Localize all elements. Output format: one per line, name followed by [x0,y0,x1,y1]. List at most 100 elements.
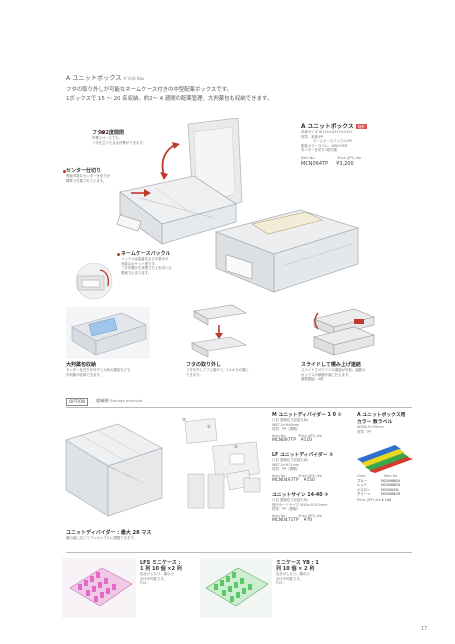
unit-sign-photo [226,469,261,493]
buckle-photo [75,262,113,300]
callout-divider-title: センター仕切り [66,168,102,174]
page-number: 17 [421,626,428,632]
color-row-2-color: レッド [357,483,368,488]
color-row-3-color: イエロー [357,487,371,492]
product-a-spec: A ユニットボックス特許 本体サイズ W125×D315×H107 材質：本体/… [301,121,411,167]
feature-2: フタの取り外し フタを外してフに取れて、1人からの薬に できます。 [186,362,296,377]
color-col-item: Item No. [383,474,399,478]
product-sign-spec1: 長尺カードサイズ W40×D19.5mm [272,502,328,507]
color-row-4-color: グリーン [357,492,371,497]
product-a-spec1: 本体サイズ W125×D315×H107 [301,130,353,134]
lead-line-2: 1ボックスで 15 〜 20 名収納。約2〜 4 週間の配薬管理、大判薬包も収納… [66,95,273,102]
product-sign-col-price: Price (JPY) /ea [298,513,322,518]
yb-mini-case-photo [200,558,272,618]
color-price: ¥ 140 [381,497,392,502]
label-3: ③ [182,417,186,422]
section-title-text: A ユニットボックス [66,75,122,82]
callout-buckle-desc1: バックルは患者名などの表示が [121,257,169,261]
feature-1: 大判薬包収納 センター仕切りを外すと大判の薬包なども 外判薬が収納できます。 [66,362,176,377]
callout-dot-buckle [117,253,120,256]
divider-parts-photo [184,418,260,509]
product-lf-item: MCN0497TP [272,478,299,484]
callout-lid: フタ92度開閉 作業スペースでも、 フタを立てたまま作業ができます。 [92,130,150,145]
color-col-color: Color [357,474,366,478]
lfs-mini-case-photo [62,558,136,618]
feature-3-desc2: ボックスの積層が楽に行えます。 [301,372,352,377]
divider-arrow-icon [131,189,151,197]
feature-large-packet-photo [66,307,150,359]
product-a-name: A ユニットボックス特許 [301,121,411,130]
color-label-spec2: 材質：PP [357,429,372,434]
product-a-name-text: A ユニットボックス [301,124,354,130]
callout-dot-divider [63,170,66,173]
lid-arrow-icon [160,142,180,180]
product-m-col-item: Item No. [272,433,287,438]
callout-lid-desc1: 作業スペースでも、 [92,136,123,140]
feature-2-title: フタの取り外し [186,362,222,368]
product-m-price: ¥110 [300,438,313,444]
product-a-spec4: 配色カラーラベル：MBC/HMT [301,143,348,148]
product-a-col-item: Item No. [301,155,316,160]
lfs-ref-link[interactable]: P14 › [140,581,149,586]
product-a-spec2: 材質：本体/PP [301,134,324,139]
callout-lid-desc2: フタを立てたまま作業ができます。 [92,140,146,145]
feature-stack-photo [313,308,375,356]
product-sign-col-item: Item No. [272,513,287,518]
color-label-photo [357,445,413,473]
feature-3: スライドして積み上げ連結 スライドさせてミゾの連結が可能。複数の ボックスの積層… [301,362,413,382]
lfs-desc1: 包分けしたり、薬の小 [140,572,174,576]
product-lf-spec1: W87.5×H71mm [272,462,300,467]
storage-title-en: Storage example [109,398,143,403]
unit-divider-box-photo [65,423,163,517]
color-row-3-item: MCN064YL [381,487,400,492]
product-a-colheads: Item No. Price (JPY) /ea [301,156,411,161]
product-sign-spec2: 材質：PP（透明） [272,507,300,512]
lfs-mini-case: LFS ミニケース : 1 列 10 個 ×2 列 包分けしたり、薬の小 分けが… [140,560,198,586]
yb-desc2: 分けが可能です。 [276,576,303,581]
product-a-spec3: ネームケースバックル/PS [313,139,352,144]
yb-title2: 列 10 個 × 2 列 [276,566,315,572]
callout-buckle: ネームケースバックル バックルは患者名などの表示が 可能なポケット型です。 フタ… [121,251,193,275]
product-sign-name: ユニットサイン 14-40 ③ [272,493,329,498]
unit-divider-desc: 薬の量に応じてフレキシブルに調整できます。 [66,536,137,540]
callout-divider-desc1: 長板可能なセンター仕切りが [66,174,111,178]
color-label-title2: カラー 数ラベル [357,420,393,425]
section-title-en: A Unit Box [123,76,145,81]
product-a-price-row: MCN064TP ¥3,200 [301,161,411,167]
product-lf-col-price: Price (JPY) /ea [298,473,322,478]
feature-3-title: スライドして積み上げ連結 [301,362,361,368]
label-2: ② [234,444,238,449]
unit-box-open-photo [116,118,243,245]
callout-buckle-desc2: 可能なポケット型です。 [121,261,158,266]
option-divider-line [66,407,412,408]
feature-3-desc3: 重層連結：4段 [301,377,324,382]
callout-buckle-title: ネームケースバックル [121,251,171,257]
product-m-spec1: W87.5×H46mm [272,422,300,427]
feature-1-desc2: 外判薬が収納できます。 [66,372,103,377]
yb-ref-link[interactable]: P15 › [276,581,285,586]
patent-badge: 特許 [355,124,367,129]
product-lf-spec: LF ユニットディバイダー ② (1日 週単位で収容ため) W87.5×H71m… [272,451,352,483]
unit-divider-caption: ユニットディバイダー : 最大 28 マス 薬の量に応じてフレキシブルに調整でき… [66,530,186,541]
lfs-title1: LFS ミニケース : [140,560,181,566]
product-lf-col-item: Item No. [272,473,287,478]
label-1: ① [207,424,211,429]
product-m-spec: M ユニットディバイダー 1 0 ① (1日 週単位で収容ため) W87.5×H… [272,411,352,443]
product-a-price: ¥3,200 [336,160,354,167]
storage-title-text: 収納例 [96,398,109,403]
color-row-1-item: MCN068BU [381,478,401,483]
color-row-2-item: MCN066RD [381,483,401,488]
callout-lid-title: フタ92度開閉 [92,130,124,136]
product-a-col-price: Price (JPY) /ea [337,155,361,160]
yb-title1: ミニケース YB : 1 [276,560,319,566]
callout-divider-desc2: 標準で付属されています。 [66,178,107,183]
unit-divider-title: ユニットディバイダー : 最大 28 マス [66,530,152,536]
feature-1-desc1: センター仕切りを外すと大判の薬包なども [66,368,131,372]
product-m-name: M ユニットディバイダー 1 0 ① [272,413,342,418]
product-a-item-no: MCN064TP [301,160,329,167]
product-sign-item: MCN0471TP [272,518,299,524]
callout-buckle-desc3: フタを開けた状態でも上を向いた [121,266,172,271]
feature-2-desc2: できます。 [186,372,203,377]
product-sign-sub: (1日 週単位で収容ため) [272,498,309,502]
feature-3-desc1: スライドさせてミゾの連結が可能。複数の [301,368,366,372]
